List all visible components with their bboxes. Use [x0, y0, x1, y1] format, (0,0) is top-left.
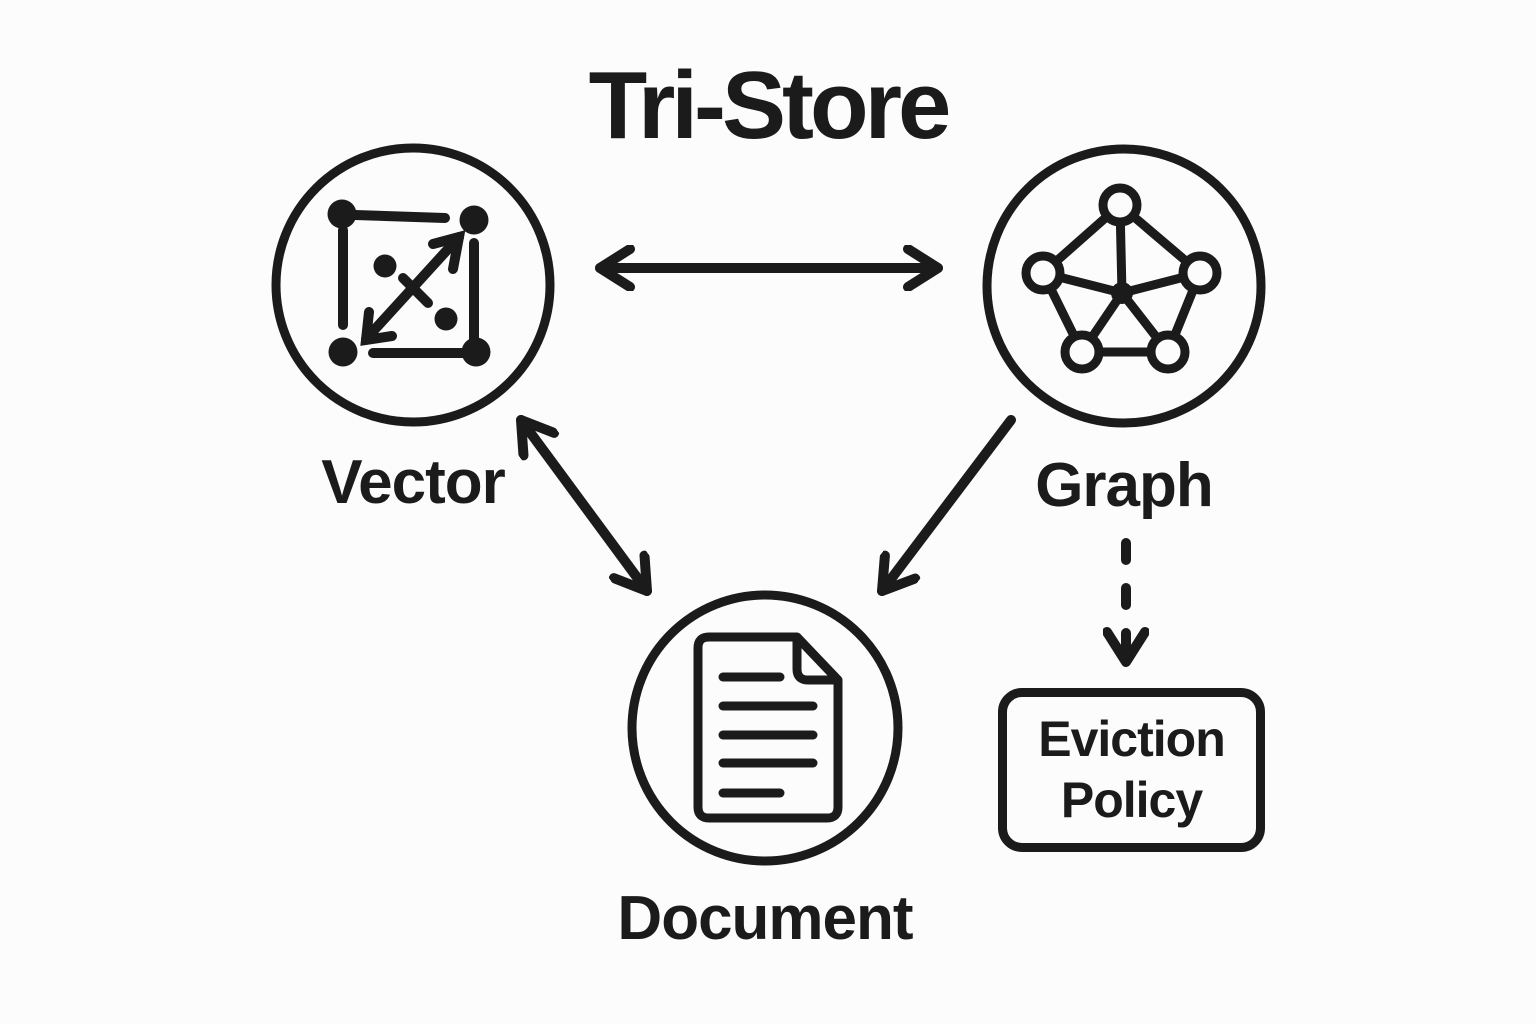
document-page-icon — [627, 590, 903, 866]
diagram-title: Tri-Store — [588, 52, 952, 159]
graph-label: Graph — [1035, 451, 1214, 520]
network-graph-icon — [982, 144, 1266, 428]
document-label: Document — [617, 884, 913, 953]
eviction-policy-label: Eviction Policy — [1038, 711, 1225, 828]
vector-label: Vector — [321, 448, 506, 517]
vector-scatter-icon — [271, 143, 555, 427]
eviction-policy-box: Eviction Policy — [998, 688, 1265, 852]
